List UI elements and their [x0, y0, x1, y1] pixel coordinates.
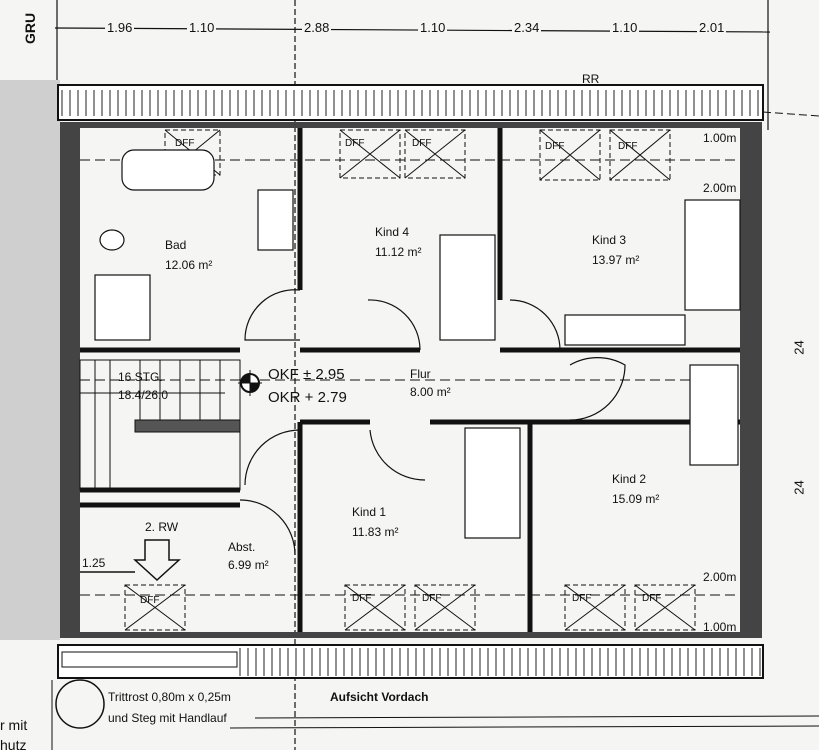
skylight-label: DFF: [422, 593, 442, 604]
room-area-bad: 12.06 m²: [165, 258, 213, 272]
skylight-label: DFF: [618, 141, 638, 152]
right-mark: 24: [791, 480, 807, 495]
roof-band: [57, 84, 819, 121]
stairs-ratio: 18.4/26.0: [118, 388, 169, 402]
note-left: r mit: [0, 717, 28, 733]
dimension-label: 2.34: [512, 20, 542, 35]
bottom-band: [51, 644, 819, 750]
room-area-kind4: 11.12 m²: [375, 245, 422, 259]
height-mark: 1.00m: [703, 620, 737, 634]
skylight-label: DFF: [352, 593, 372, 604]
roof-label: RR: [582, 72, 600, 86]
room-name-abst: Abst.: [228, 540, 256, 554]
dimension-line: [54, 0, 771, 750]
stairs-steps: 16 STG.: [118, 370, 163, 384]
escape-dimension: 1.25: [82, 556, 106, 570]
neighbor-hatch: [0, 80, 60, 640]
skylight-label: DFF: [412, 138, 432, 149]
dimension-label: 2.88: [302, 20, 332, 35]
exterior-walls: [60, 122, 762, 638]
skylight-label: DFF: [642, 593, 662, 604]
dimension-label: 1.10: [187, 20, 217, 35]
room-name-bad: Bad: [165, 238, 187, 252]
note-vordach: Aufsicht Vordach: [330, 690, 429, 704]
door-swings: [239, 289, 626, 556]
skylight-label: DFF: [572, 593, 592, 604]
note-trittrost: Trittrost 0,80m x 0,25m: [108, 690, 231, 704]
dimension-label: 1.10: [610, 20, 640, 35]
level-okf: OKF ± 2.95: [268, 366, 345, 383]
right-mark: 24: [791, 340, 807, 355]
height-mark: 2.00m: [703, 181, 737, 195]
skylight-label: DFF: [545, 141, 565, 152]
level-marker: [238, 370, 262, 396]
stairs: [79, 359, 740, 491]
level-okr: OKR + 2.79: [268, 389, 347, 406]
room-name-kind3: Kind 3: [592, 233, 627, 247]
escape-label: 2. RW: [145, 520, 179, 534]
room-area-kind1: 11.83 m²: [352, 525, 399, 539]
room-name-kind2: Kind 2: [612, 472, 647, 486]
furniture: [94, 149, 741, 539]
dimension-label: 1.10: [418, 20, 448, 35]
height-mark: 2.00m: [703, 570, 737, 584]
height-mark: 1.00m: [703, 131, 737, 145]
dimension-label: 1.96: [105, 20, 135, 35]
note-steg: und Steg mit Handlauf: [108, 711, 227, 725]
escape-arrow: [80, 539, 181, 582]
skylight-label: DFF: [140, 595, 160, 606]
room-area-flur: 8.00 m²: [410, 385, 451, 399]
room-name-kind4: Kind 4: [375, 225, 410, 239]
skylight-label: DFF: [345, 138, 365, 149]
room-name-kind1: Kind 1: [352, 505, 387, 519]
title-fragment: GRU: [22, 12, 38, 44]
room-area-abst: 6.99 m²: [228, 558, 269, 572]
room-area-kind2: 15.09 m²: [612, 492, 660, 506]
room-area-kind3: 13.97 m²: [592, 253, 640, 267]
skylight-label: DFF: [175, 138, 195, 149]
note-left: hutz: [0, 737, 27, 750]
room-name-flur: Flur: [410, 367, 431, 381]
dimension-label: 2.01: [697, 20, 727, 35]
